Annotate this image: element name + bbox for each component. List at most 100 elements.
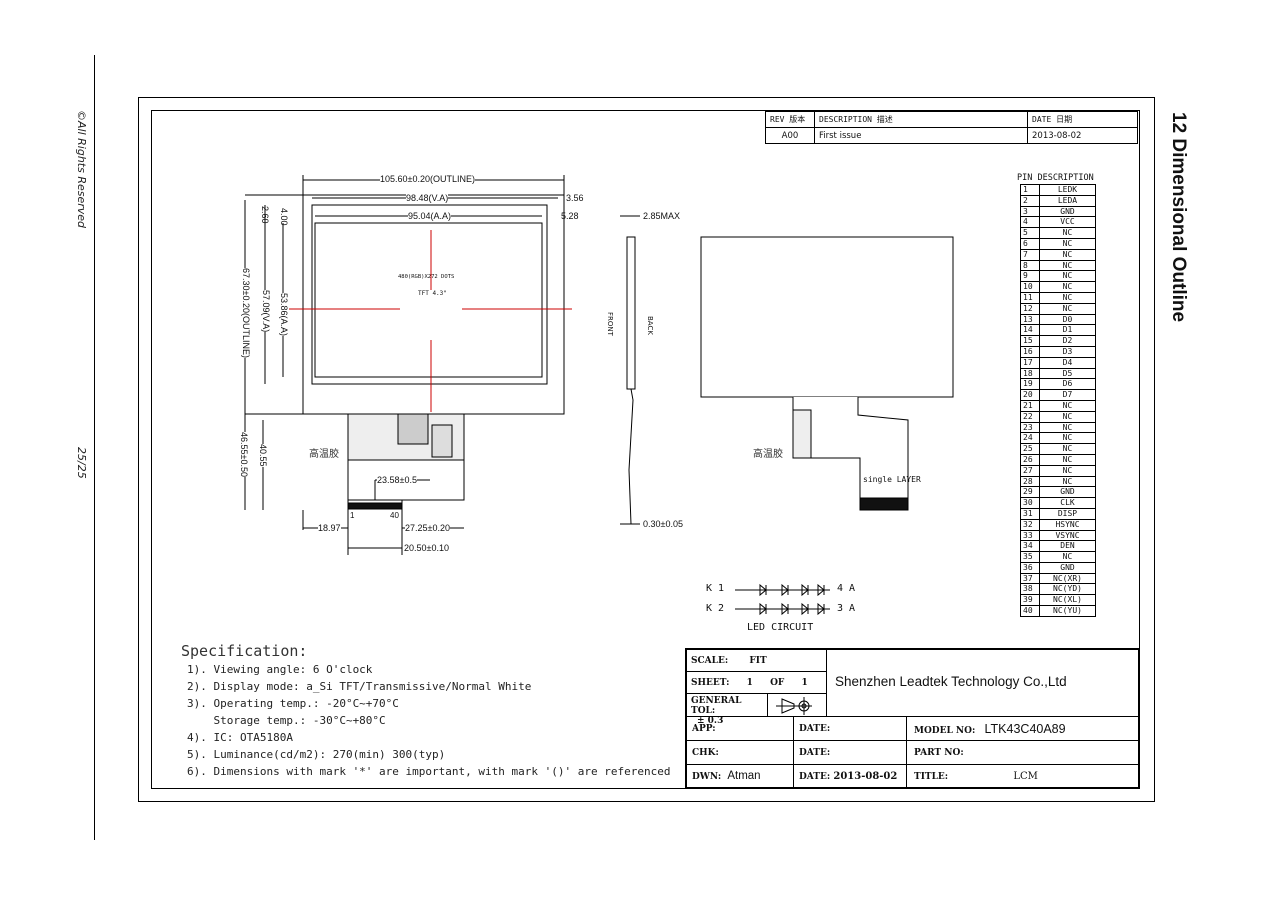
part-label: PART NO: [914, 748, 964, 758]
led-a4: 4 A [837, 583, 856, 594]
single-layer-label: single LAYER [863, 475, 921, 484]
pin-number: 39 [1020, 594, 1040, 607]
pin-number: 37 [1020, 572, 1040, 585]
pin-number: 40 [1020, 605, 1040, 617]
spec-line-luminance: 5). Luminance(cd/m2): 270(min) 300(typ) [187, 748, 446, 761]
date-label-2: DATE: [799, 748, 831, 758]
pin-signal: NC [1039, 237, 1096, 250]
pin-number: 1 [1020, 184, 1040, 196]
pin-signal: D5 [1039, 367, 1096, 380]
tolerance-cell: GENERAL TOL: ± 0.3 [686, 693, 768, 726]
tolerance-value: ± 0.3 [697, 716, 724, 726]
pin-number: 21 [1020, 399, 1040, 412]
dwn-label: DWN: [692, 772, 722, 782]
model-value: LTK43C40A89 [984, 722, 1066, 736]
spec-line-viewing-angle: 1). Viewing angle: 6 O'clock [187, 663, 373, 676]
part-cell: PART NO: [906, 740, 1139, 765]
pin-signal: NC [1039, 270, 1096, 283]
pin-number: 24 [1020, 432, 1040, 445]
pin-signal: NC [1039, 281, 1096, 293]
date-value: 2013-08-02 [1027, 127, 1138, 144]
pin-number: 35 [1020, 551, 1040, 563]
sheet-label: SHEET: [691, 678, 730, 688]
pin-signal: NC [1039, 259, 1096, 272]
dim-3-56: 3.56 [566, 193, 584, 203]
title-label: TITLE: [914, 772, 949, 782]
title-value: LCM [1013, 771, 1038, 782]
pin-signal: NC [1039, 464, 1096, 477]
pin-signal: NC [1039, 399, 1096, 412]
fpc-back-contacts [859, 497, 909, 511]
led-a3: 3 A [837, 603, 856, 614]
pin-number: 10 [1020, 281, 1040, 293]
company-cell: Shenzhen Leadtek Technology Co.,Ltd [826, 649, 1139, 717]
drawing-outer-frame [138, 97, 1155, 802]
resolution-text: 480(RGB)X272 DOTS [398, 274, 455, 280]
company-name: Shenzhen Leadtek Technology Co.,Ltd [835, 674, 1067, 689]
led-k2: K 2 [706, 603, 725, 614]
dim-va-height: 57.09(V.A) [261, 290, 271, 333]
pin-number: 27 [1020, 464, 1040, 477]
pin-description-title: PIN DESCRIPTION [1017, 173, 1094, 183]
viewing-area [311, 204, 548, 385]
pin-signal: NC(XR) [1039, 572, 1096, 585]
pin-number: 32 [1020, 518, 1040, 531]
pin-number: 3 [1020, 205, 1040, 218]
date-value-3: 2013-08-02 [833, 771, 898, 782]
dim-27-25: 27.25±0.20 [405, 523, 450, 533]
scale-label: SCALE: [691, 656, 729, 666]
pin-signal: NC [1039, 475, 1096, 488]
tft-size-text: TFT 4.3" [418, 290, 447, 297]
title-block: SCALE: FIT SHEET: 1 OF 1 GENERAL TOL: ± … [685, 648, 1140, 789]
pin-signal: NC(XL) [1039, 594, 1096, 607]
description-value: First issue [814, 127, 1028, 144]
dim-aa-height: 53.86(A.A) [279, 293, 289, 337]
projection-symbol-cell [767, 693, 827, 717]
app-label: APP: [692, 724, 716, 734]
title-cell: TITLE: LCM [906, 764, 1139, 788]
revision-table: REV 版本 DESCRIPTION 描述 DATE 日期 A00 First … [765, 111, 1138, 144]
pin-number: 12 [1020, 302, 1040, 315]
pin-number: 18 [1020, 367, 1040, 380]
dim-20-50: 20.50±0.10 [404, 543, 449, 553]
dim-4-00: 4.00 [279, 208, 289, 226]
pin-signal: NC [1039, 421, 1096, 434]
pin-number: 22 [1020, 410, 1040, 423]
date-label-3: DATE: [799, 772, 831, 782]
specification-list: 1). Viewing angle: 6 O'clock 2). Display… [187, 661, 685, 780]
projection-symbol-icon [776, 697, 812, 715]
chk-label: CHK: [692, 748, 719, 758]
pin-number: 26 [1020, 453, 1040, 466]
fpc-ic-block [397, 413, 429, 445]
pin-number: 28 [1020, 475, 1040, 488]
pin-signal: HSYNC [1039, 518, 1096, 531]
pin-number: 17 [1020, 356, 1040, 369]
margin-line [94, 55, 95, 840]
pin-signal: NC [1039, 432, 1096, 445]
pin-signal: NC [1039, 551, 1096, 563]
pin-signal: NC [1039, 410, 1096, 423]
pin-40-label: 40 [390, 511, 399, 520]
led-k1: K 1 [706, 583, 725, 594]
pin-signal: CLK [1039, 497, 1096, 509]
pin-signal: NC(YU) [1039, 605, 1096, 617]
